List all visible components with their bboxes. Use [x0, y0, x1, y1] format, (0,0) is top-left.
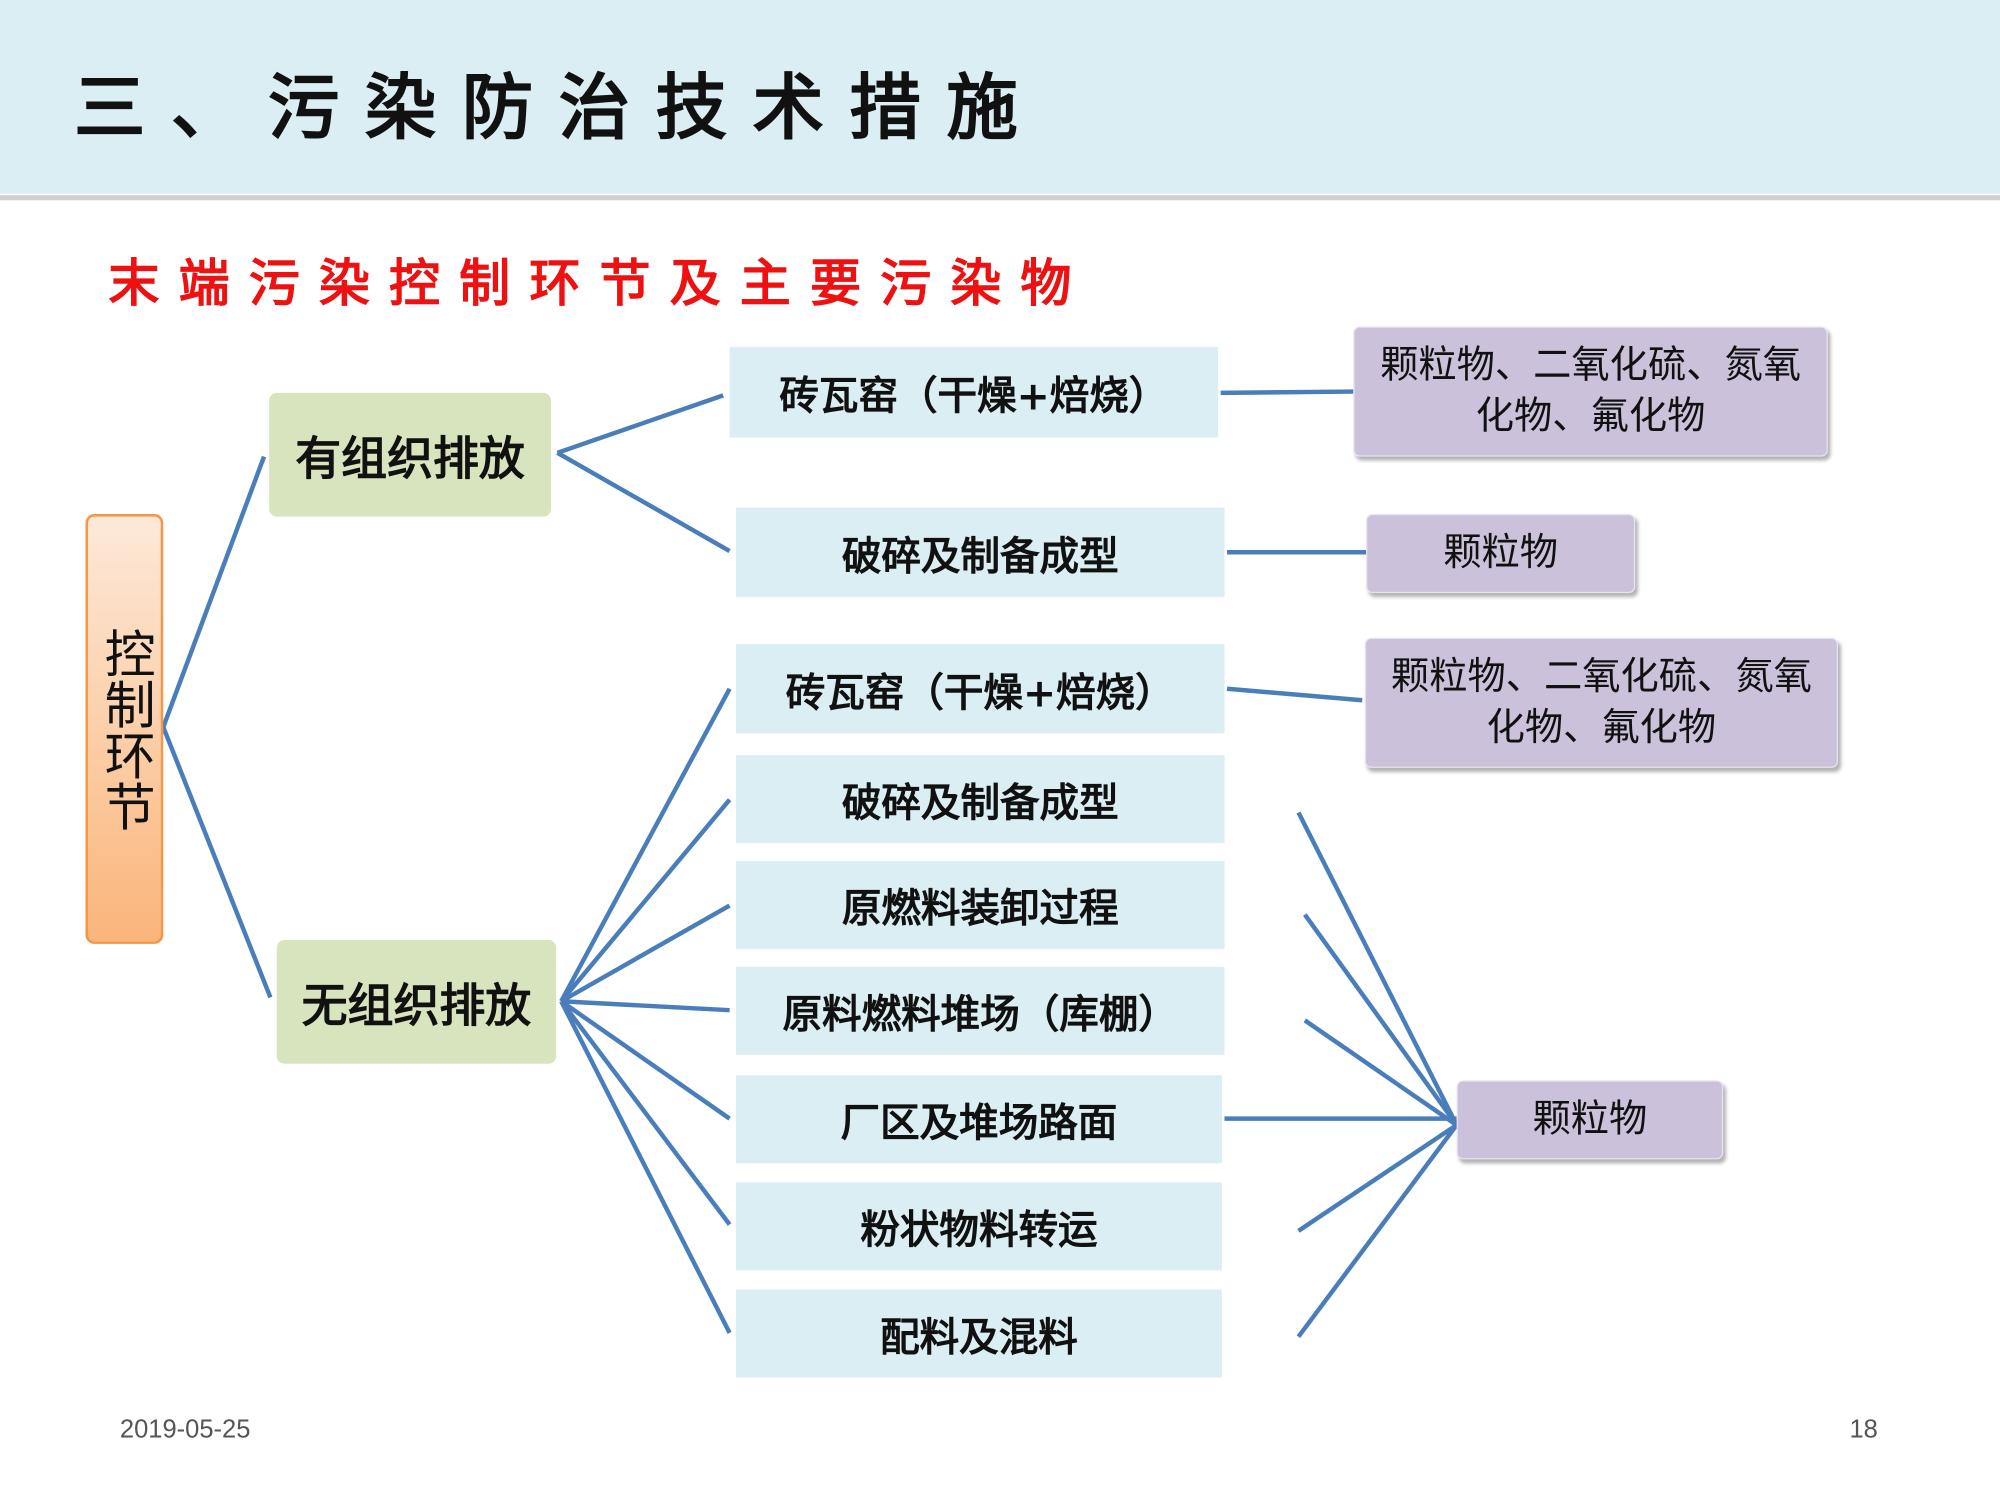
header-band — [0, 0, 2000, 194]
connector — [161, 455, 267, 728]
page-number: 18 — [1849, 1415, 1878, 1444]
connector — [1226, 686, 1363, 703]
connector — [559, 687, 732, 1003]
process-node: 粉状物料转运 — [735, 1182, 1222, 1271]
connector — [161, 726, 273, 999]
connector — [1296, 811, 1459, 1126]
slide-title: 三、污染防治技术措施 — [73, 67, 1044, 151]
branch-organized: 有组织排放 — [269, 392, 552, 517]
process-node: 配料及混料 — [735, 1289, 1222, 1378]
pollutant-node: 颗粒物 — [1366, 514, 1636, 594]
connector — [559, 1000, 732, 1334]
connector — [1303, 1018, 1458, 1127]
slide-subtitle: 末端污染控制环节及主要污染物 — [108, 255, 1091, 314]
pollutant-node: 颗粒物、二氧化硫、氮氧化物、氟化物 — [1353, 326, 1828, 457]
pollutant-node: 颗粒物、二氧化硫、氮氧化物、氟化物 — [1364, 637, 1838, 768]
branch-fugitive: 无组织排放 — [276, 940, 557, 1064]
process-node: 原燃料装卸过程 — [735, 860, 1225, 949]
connector — [561, 999, 730, 1013]
connector — [556, 450, 731, 553]
footer-date: 2019-05-25 — [119, 1415, 251, 1444]
root-node: 控制环节 — [85, 514, 164, 944]
process-node: 破碎及制备成型 — [735, 507, 1225, 597]
connector — [1297, 1123, 1458, 1233]
connector — [1220, 389, 1354, 396]
process-node: 破碎及制备成型 — [735, 755, 1225, 844]
connector — [560, 903, 731, 1004]
process-node: 砖瓦窑（干燥+焙烧） — [729, 346, 1219, 438]
pollutant-node: 颗粒物 — [1456, 1080, 1724, 1160]
process-node: 砖瓦窑（干燥+焙烧） — [735, 644, 1225, 734]
connector — [1303, 913, 1459, 1127]
connector — [1296, 1123, 1459, 1339]
process-node: 原料燃料堆场（库棚） — [735, 966, 1225, 1055]
process-node: 厂区及堆场路面 — [735, 1075, 1222, 1164]
header-divider — [0, 195, 2000, 201]
connector — [559, 999, 731, 1121]
connector — [559, 798, 732, 1003]
connector — [556, 393, 724, 455]
connector — [559, 999, 732, 1226]
